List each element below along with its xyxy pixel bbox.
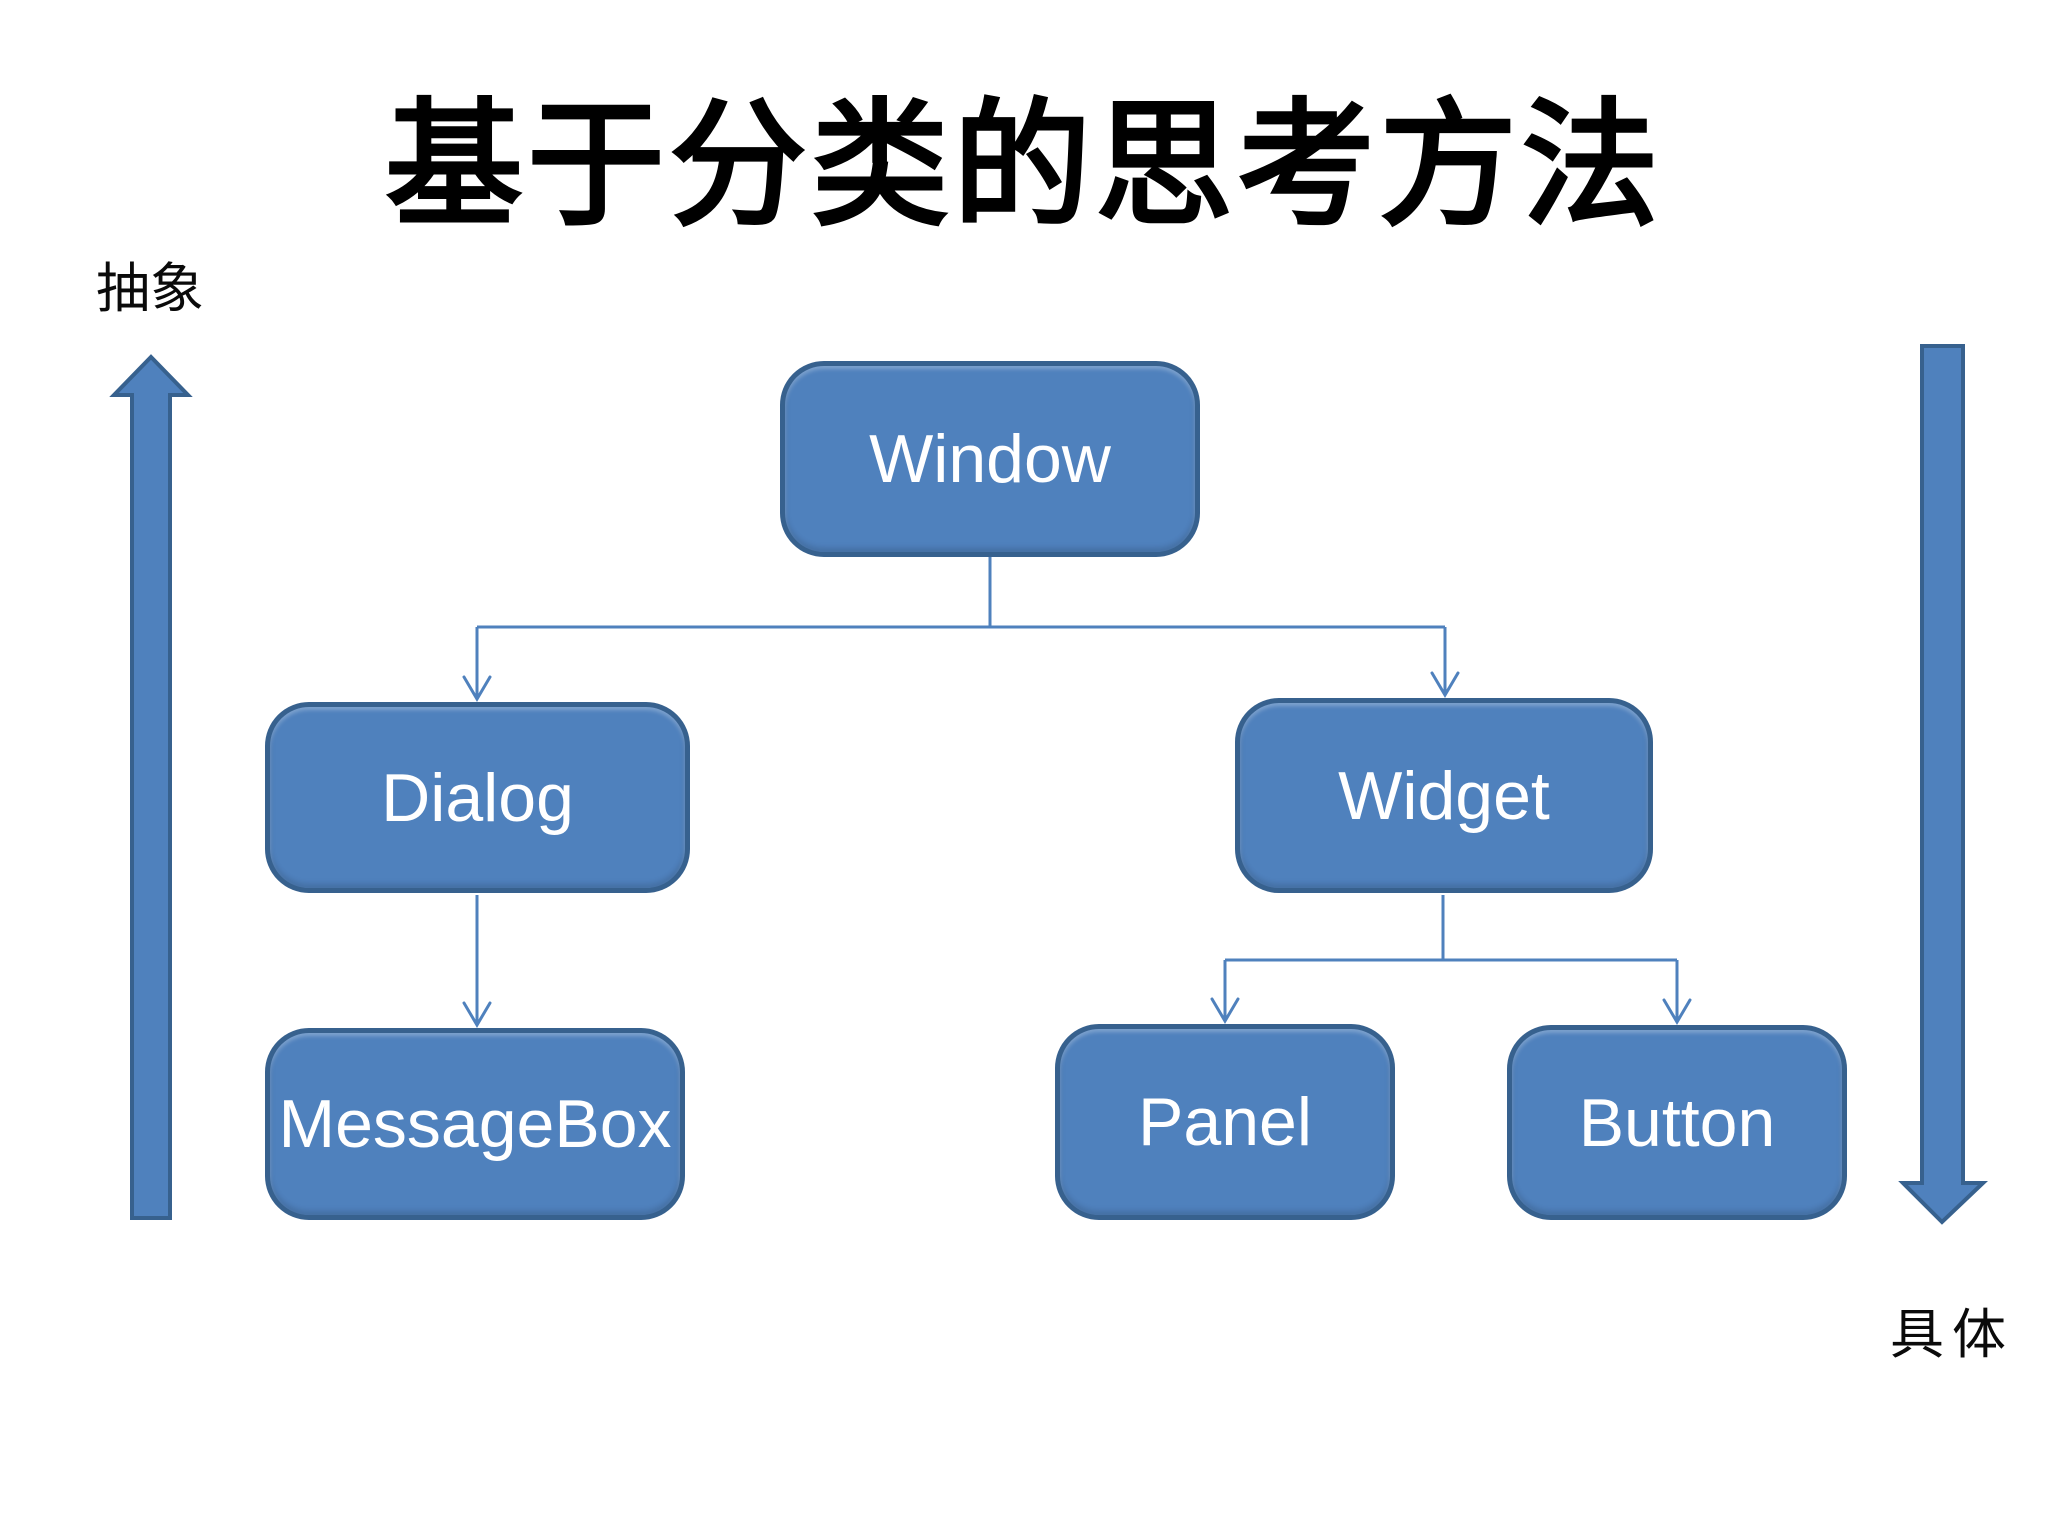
node-panel: Panel	[1055, 1024, 1395, 1220]
node-dialog-label: Dialog	[381, 759, 574, 836]
edge-window-children	[475, 557, 1447, 699]
node-panel-label: Panel	[1138, 1084, 1312, 1160]
arrowhead-widget	[1430, 671, 1460, 698]
node-window: Window	[780, 361, 1200, 557]
node-widget-label: Widget	[1338, 757, 1550, 834]
arrowhead-messagebox	[462, 1001, 492, 1028]
concrete-down-arrow-icon	[1898, 344, 1989, 1225]
concrete-axis-label: 具体	[1890, 1305, 2014, 1365]
node-widget: Widget	[1235, 698, 1653, 893]
node-dialog: Dialog	[265, 702, 690, 893]
node-window-label: Window	[869, 421, 1111, 497]
edge-widget-children	[1223, 895, 1679, 1022]
node-messagebox-label: MessageBox	[278, 1086, 672, 1162]
arrowhead-button	[1662, 998, 1692, 1025]
arrowhead-panel	[1210, 997, 1240, 1024]
node-button-label: Button	[1578, 1084, 1776, 1161]
abstract-axis-label: 抽象	[96, 259, 204, 319]
node-messagebox: MessageBox	[265, 1028, 685, 1220]
node-button: Button	[1507, 1025, 1847, 1220]
page-title: 基于分类的思考方法	[384, 90, 1663, 243]
abstract-up-arrow-icon	[109, 354, 193, 1220]
arrowhead-dialog	[462, 675, 492, 702]
